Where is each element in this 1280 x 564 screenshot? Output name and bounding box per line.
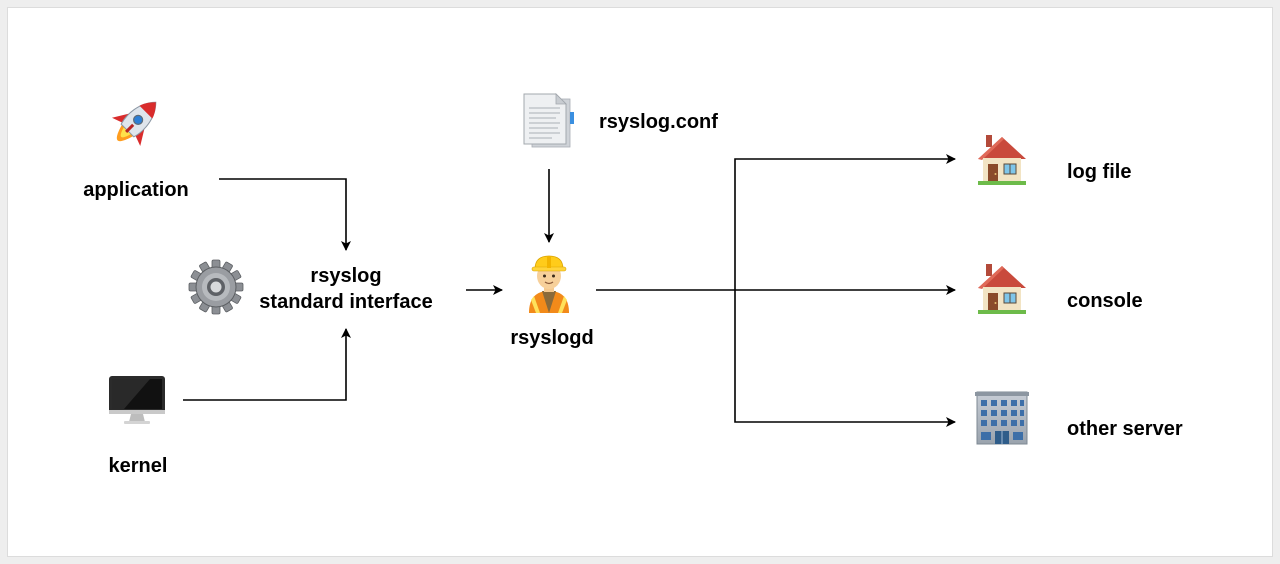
computer-monitor-icon [109, 376, 165, 424]
edge-branch-to-other-server [734, 290, 956, 427]
label-kernel: kernel [109, 455, 168, 477]
label-config: rsyslog.conf [599, 111, 718, 133]
house-icon [978, 135, 1026, 185]
edge-branch-to-log-file [734, 154, 956, 290]
gear-icon [188, 259, 244, 315]
label-interface-line2: standard interface [259, 291, 432, 313]
connectors [183, 154, 956, 427]
house-icon [978, 264, 1026, 314]
label-application: application [83, 179, 189, 201]
document-icon [523, 93, 574, 148]
construction-worker-icon [529, 255, 569, 313]
label-console: console [1067, 290, 1143, 312]
edge-kernel-to-interface [183, 328, 351, 401]
label-other-server: other server [1067, 418, 1183, 440]
label-interface-line1: rsyslog [310, 265, 381, 287]
edge-application-to-interface [219, 178, 351, 251]
label-daemon: rsyslogd [510, 327, 593, 349]
label-log-file: log file [1067, 161, 1131, 183]
office-building-icon [975, 391, 1029, 445]
rocket-icon [111, 101, 157, 147]
